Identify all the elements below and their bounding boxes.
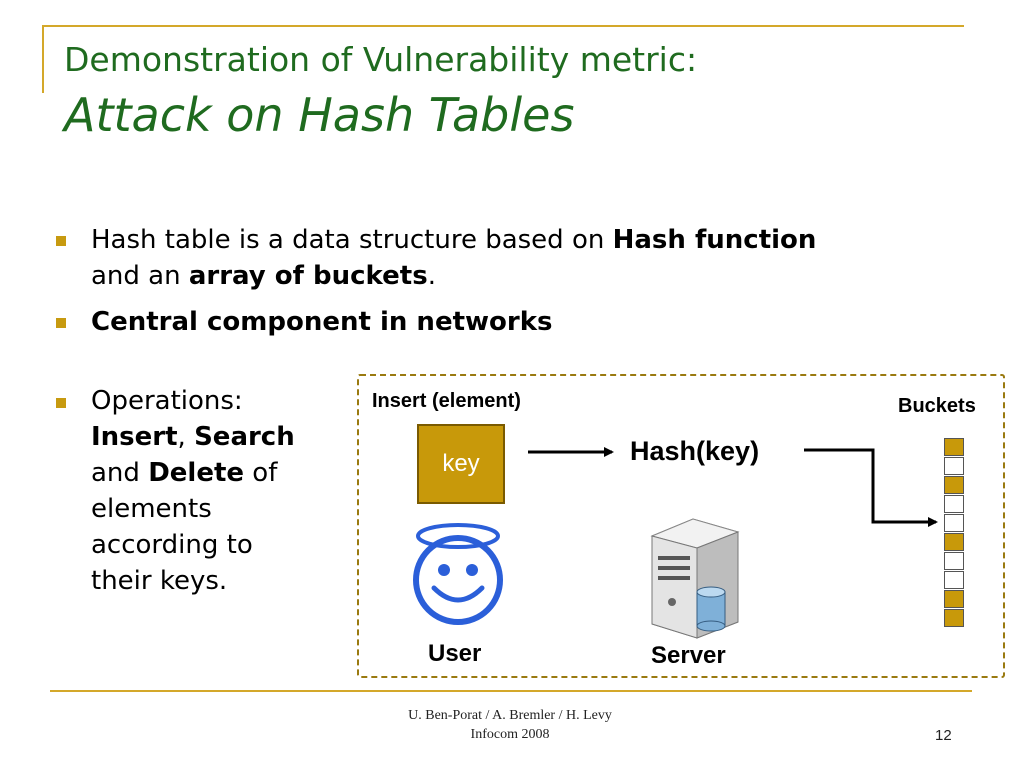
bucket-cell [944,457,964,475]
key-box: key [417,424,505,504]
bullet-1-line2: and an array of buckets. [91,258,436,294]
bullet-3-line2: Insert, Search [91,419,295,455]
bullet-1-line1: Hash table is a data structure based on … [91,222,816,258]
op-delete: Delete [148,458,245,488]
bullet-1-text-2: and an [91,261,189,291]
bullet-1-bold-array: array of buckets [188,261,428,291]
comma: , [177,422,195,452]
bottom-rule [50,690,972,692]
server-icon [650,518,740,639]
bucket-cell [944,514,964,532]
key-label: key [442,450,480,477]
server-label: Server [651,642,726,669]
bucket-cell [944,533,964,551]
bullet-marker [56,236,66,246]
arrow-right-icon [804,448,938,527]
insert-element-label: Insert (element) [372,390,521,412]
slide-title-line1: Demonstration of Vulnerability metric: [64,40,698,79]
bullet-3-line6: their keys. [91,566,228,596]
page-number: 12 [935,727,952,744]
bullet-3-line5: according to [91,530,253,560]
bullet-2: Central component in networks [91,307,553,337]
diagram-frame [357,374,1005,678]
of-text: of [244,458,278,488]
bucket-cell [944,571,964,589]
footer-venue: Infocom 2008 [470,727,550,742]
bullet-1-period: . [427,261,436,291]
bucket-cell [944,476,964,494]
bullet-marker [56,318,66,328]
user-label: User [428,640,482,667]
bullet-3-line1: Operations: [91,386,243,416]
bullet-3-line4: elements [91,494,212,524]
slide-title-line2: Attack on Hash Tables [64,88,575,142]
hash-key-label: Hash(key) [630,436,760,466]
and-text: and [91,458,149,488]
bullet-1-bold-hash-function: Hash function [612,225,817,255]
bucket-cell [944,590,964,608]
left-rule [42,25,44,93]
bullet-3-line3: and Delete of [91,455,277,491]
top-rule [42,25,964,27]
bullet-marker [56,398,66,408]
op-search: Search [194,422,295,452]
bucket-cell [944,438,964,456]
footer-authors: U. Ben-Porat / A. Bremler / H. Levy [408,708,612,723]
bucket-cell [944,609,964,627]
bullet-1-text: Hash table is a data structure based on [91,225,613,255]
bucket-cell [944,495,964,513]
buckets-label: Buckets [898,395,976,417]
op-insert: Insert [91,422,178,452]
smiley-angel-icon [413,523,503,625]
bucket-cell [944,552,964,570]
